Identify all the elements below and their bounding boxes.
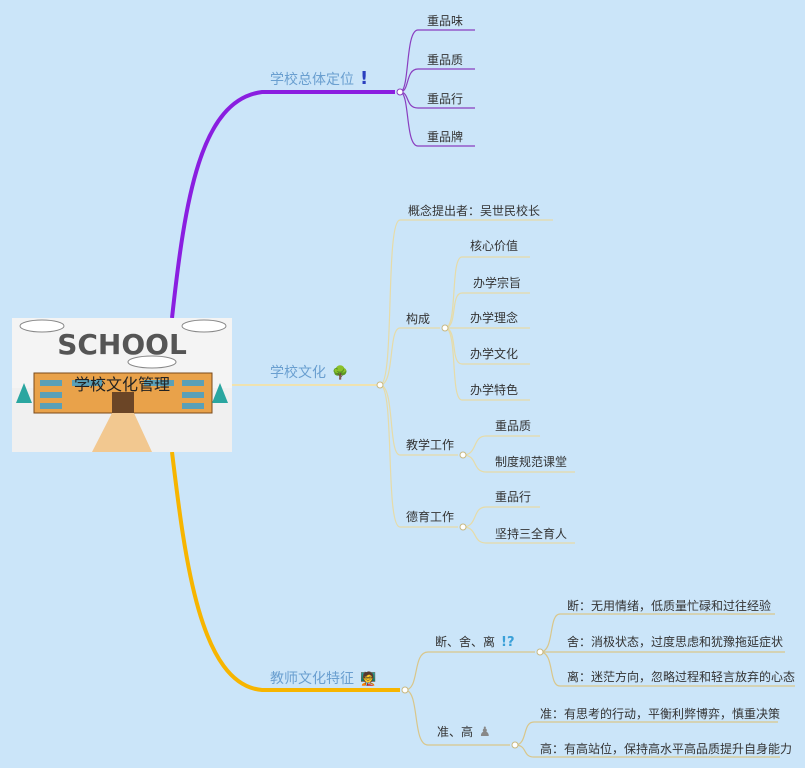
- list-item[interactable]: 办学文化: [470, 347, 519, 361]
- question-icon: !?: [501, 635, 515, 650]
- branch-school-culture[interactable]: 学校文化🌳: [270, 365, 349, 381]
- list-item[interactable]: 重品行: [427, 92, 464, 106]
- root-node-image[interactable]: SCHOOL 学校文化管理: [12, 318, 232, 452]
- figure-icon: ♟: [479, 725, 491, 740]
- branch-teacher-culture[interactable]: 教师文化特征🧑‍🏫: [270, 671, 377, 687]
- list-item[interactable]: 重品牌: [427, 130, 464, 144]
- list-item[interactable]: 构成: [406, 312, 431, 326]
- list-item[interactable]: 坚持三全育人: [495, 527, 568, 541]
- list-item[interactable]: 高：有高站位，保持高水平高品质提升自身能力: [540, 742, 793, 756]
- list-item[interactable]: 重品味: [427, 14, 464, 28]
- list-item[interactable]: 离：迷茫方向，忽略过程和轻言放弃的心态: [567, 670, 796, 684]
- root-title: 学校文化管理: [74, 375, 170, 394]
- list-item[interactable]: 制度规范课堂: [495, 455, 568, 469]
- svg-text:SCHOOL: SCHOOL: [57, 328, 187, 361]
- list-item[interactable]: 重品质: [495, 419, 532, 433]
- list-item[interactable]: 重品行: [495, 490, 532, 504]
- list-item[interactable]: 办学理念: [470, 311, 519, 325]
- list-item[interactable]: 断：无用情绪，低质量忙碌和过往经验: [567, 599, 772, 613]
- list-item[interactable]: 办学特色: [470, 383, 519, 397]
- list-item[interactable]: 教学工作: [406, 438, 455, 452]
- list-item[interactable]: 德育工作: [406, 510, 455, 524]
- tree-icon: 🌳: [332, 366, 349, 381]
- list-item[interactable]: 重品质: [427, 53, 464, 67]
- branch-school-positioning[interactable]: 学校总体定位!: [270, 68, 369, 89]
- school-illustration: SCHOOL 学校文化管理: [12, 319, 232, 452]
- list-item[interactable]: 舍：消极状态，过度思虑和犹豫拖延症状: [567, 635, 784, 649]
- list-item[interactable]: 准：有思考的行动，平衡利弊博弈，慎重决策: [540, 707, 781, 721]
- teacher-icon: 🧑‍🏫: [360, 672, 377, 687]
- list-item[interactable]: 办学宗旨: [473, 276, 522, 290]
- list-item[interactable]: 概念提出者：吴世民校长: [408, 204, 541, 218]
- list-item[interactable]: 核心价值: [470, 239, 519, 253]
- exclamation-icon: !: [360, 68, 369, 89]
- list-item[interactable]: 断、舍、离!?: [435, 635, 515, 650]
- list-item[interactable]: 准、高♟: [437, 725, 491, 740]
